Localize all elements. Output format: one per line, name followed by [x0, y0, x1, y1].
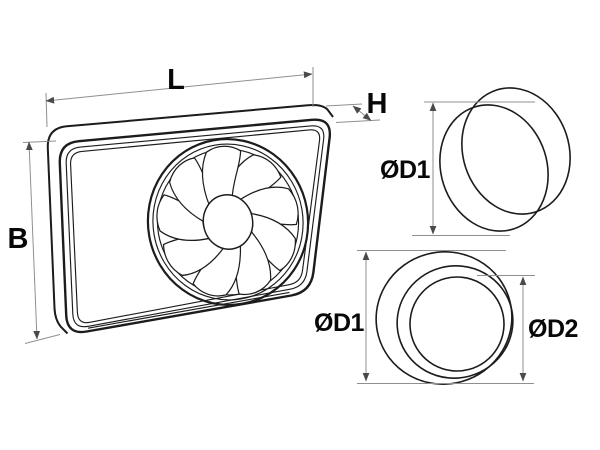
dimension-D1-top: ØD1 — [380, 101, 535, 236]
duct-adapter-bottom — [375, 251, 514, 385]
impeller-hub — [202, 194, 254, 250]
extension-line — [335, 119, 381, 123]
dimension-D1-bottom: ØD1 — [314, 250, 534, 384]
extension-line — [24, 334, 61, 344]
extension-line — [45, 92, 48, 128]
dimension-line — [352, 105, 372, 121]
adapter-middle-ellipse — [396, 265, 514, 379]
duct-ring-top — [439, 87, 571, 232]
dimension-label-B: B — [8, 223, 29, 255]
dimension-label-D1-top: ØD1 — [380, 156, 431, 184]
duct-ring-back-ellipse — [439, 104, 549, 232]
dimension-D2: ØD2 — [477, 275, 578, 382]
dimension-label-L: L — [167, 64, 185, 96]
dimension-label-D2: ØD2 — [528, 315, 578, 343]
extension-line — [22, 140, 57, 143]
fan-bezel-inner-line-1 — [65, 125, 325, 328]
extension-line — [325, 103, 363, 107]
grille-middle-ring — [152, 143, 304, 301]
fan-grille — [144, 132, 310, 308]
dimension-L: L — [45, 64, 314, 128]
fan-bezel-bottom-line — [87, 291, 290, 329]
grille-outer-ring — [146, 137, 310, 307]
dimension-line — [45, 71, 313, 104]
adapter-outer-ellipse — [375, 251, 513, 385]
fan-body-front-face — [58, 118, 332, 334]
dimension-B: B — [8, 140, 61, 344]
dimension-H: H — [325, 88, 388, 123]
fan-body-back-edge — [46, 104, 334, 335]
dimension-label-D1-bottom: ØD1 — [314, 309, 365, 337]
dimension-label-H: H — [367, 88, 388, 120]
fan-bezel-inner-line-2 — [70, 129, 321, 324]
duct-ring-front-ellipse — [461, 87, 571, 215]
dimension-line — [25, 141, 41, 340]
fan-unit — [46, 104, 334, 335]
adapter-inner-ellipse — [409, 276, 505, 372]
impeller — [144, 132, 310, 308]
